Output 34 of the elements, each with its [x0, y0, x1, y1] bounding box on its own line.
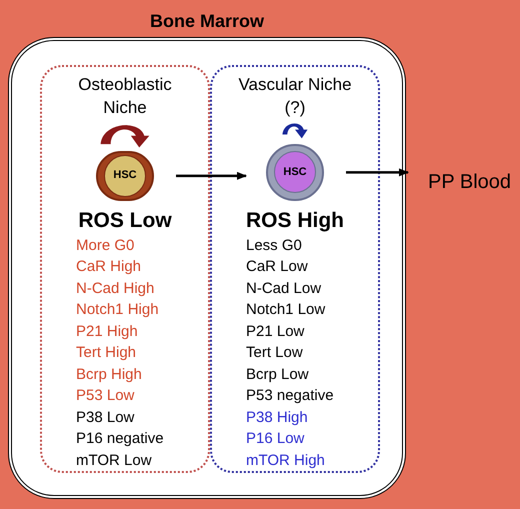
- marker-status: P21 High: [76, 322, 139, 342]
- ros-level: ROS High: [246, 208, 344, 234]
- marker-status: Notch1 High: [76, 300, 160, 320]
- marker-status: P53 Low: [76, 386, 136, 406]
- marker-status: Bcrp High: [76, 364, 143, 384]
- niche-heading: Vascular Niche (?): [237, 74, 353, 119]
- arrow: [346, 168, 409, 176]
- cell-label: HSC: [113, 170, 137, 182]
- marker-status: P38 High: [246, 408, 309, 428]
- marker-status: P53 negative: [246, 386, 335, 406]
- marker-status: Bcrp Low: [246, 364, 310, 384]
- marker-status: CaR Low: [246, 257, 309, 277]
- marker-status: mTOR Low: [76, 450, 153, 470]
- marker-status: Tert High: [76, 343, 138, 363]
- destination-label: PP Blood: [428, 167, 512, 197]
- marker-status: P21 Low: [246, 322, 306, 342]
- marker-status: N-Cad Low: [246, 278, 322, 298]
- marker-status: Notch1 Low: [246, 300, 326, 320]
- arrow: [176, 172, 247, 180]
- marker-status: P16 Low: [246, 429, 306, 449]
- marker-status: P38 Low: [76, 408, 136, 428]
- marker-status: Less G0: [246, 236, 303, 256]
- cell-label: HSC: [283, 166, 307, 178]
- marker-status: N-Cad High: [76, 278, 156, 298]
- marker-status: mTOR High: [246, 450, 326, 470]
- marker-status: More G0: [76, 236, 136, 256]
- marker-status: P16 negative: [76, 429, 165, 449]
- marker-status: CaR High: [76, 257, 142, 277]
- marker-status: Tert Low: [246, 343, 304, 363]
- niche-box: [210, 65, 380, 473]
- ros-level: ROS Low: [78, 208, 172, 234]
- niche-box: [40, 65, 210, 473]
- niche-heading: Osteoblastic Niche: [77, 74, 173, 119]
- region-title: Bone Marrow: [148, 10, 265, 33]
